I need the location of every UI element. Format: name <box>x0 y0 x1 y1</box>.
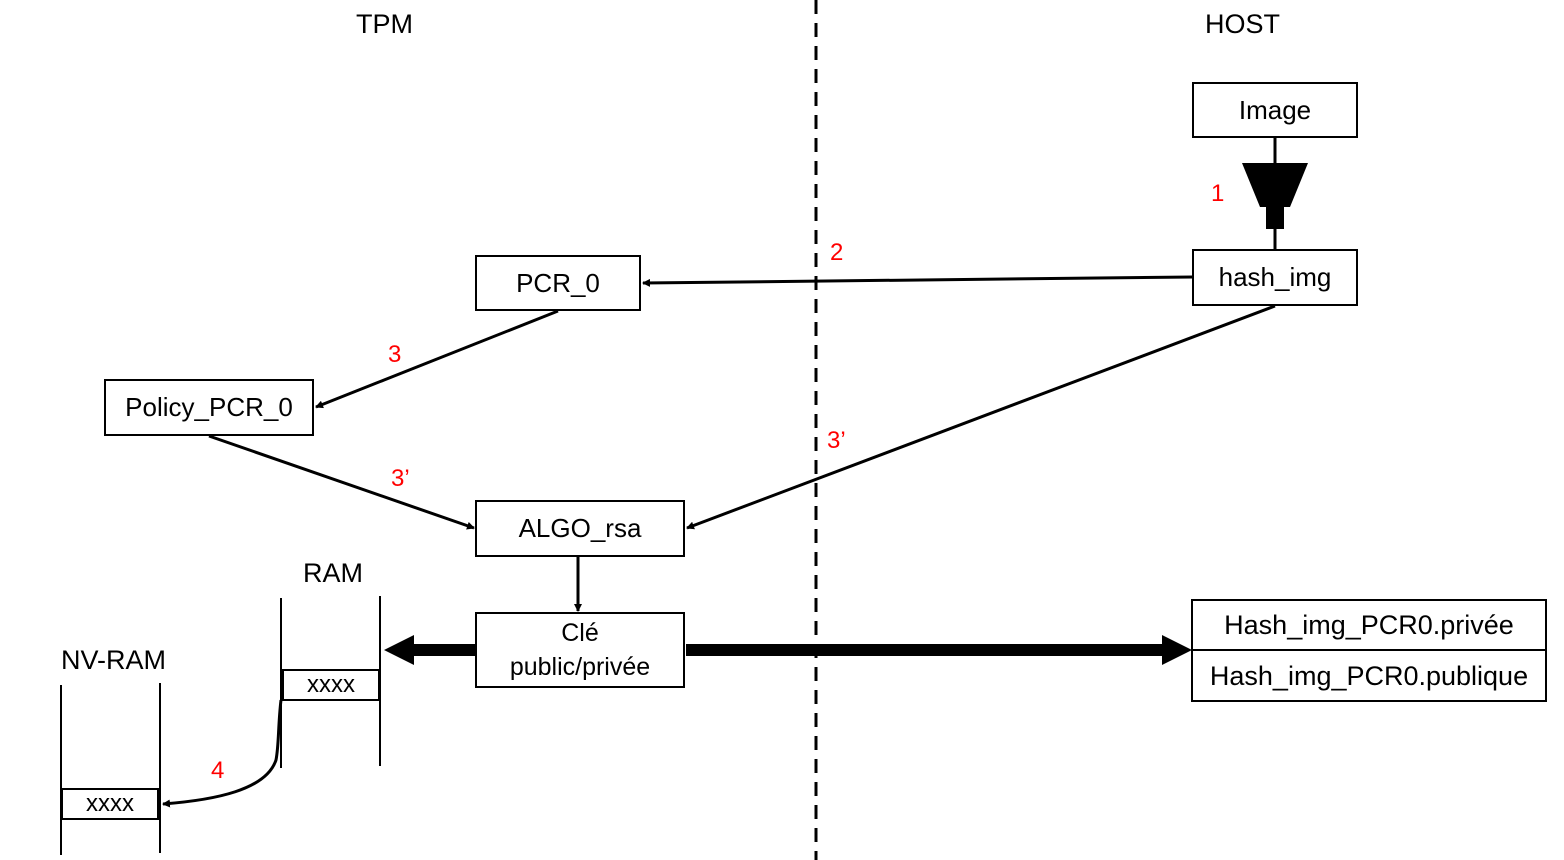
ram-cell: xxxx <box>282 669 380 701</box>
key-pair-line2: public/privée <box>509 653 651 681</box>
hash-img-node: hash_img <box>1192 249 1358 306</box>
ram-label: RAM <box>303 558 363 588</box>
step-4-label: 4 <box>211 757 225 784</box>
key-pair-line1: Clé <box>561 618 599 647</box>
arrow-ram-to-nvram <box>162 699 283 808</box>
arrow-policy-to-algo <box>208 434 475 530</box>
host-zone-label: HOST <box>1205 9 1281 39</box>
arrow-key-to-ram-head <box>384 635 414 665</box>
step-3prime-hash-label: 3’ <box>827 427 846 454</box>
key-pair-node: Clé public/privée <box>475 612 685 688</box>
nvram-label: NV-RAM <box>61 645 167 675</box>
step-3-label: 3 <box>388 341 402 368</box>
step-2-label: 2 <box>830 239 844 266</box>
step-1-label: 1 <box>1211 180 1225 207</box>
step-3prime-policy-label: 3’ <box>391 465 410 492</box>
arrow-key-to-host-head <box>1162 635 1192 665</box>
arrow-hash-to-algo <box>686 304 1276 530</box>
host-private-key: Hash_img_PCR0.privée <box>1193 601 1545 651</box>
policy-pcr0-node: Policy_PCR_0 <box>104 379 314 436</box>
host-public-key: Hash_img_PCR0.publique <box>1209 660 1529 691</box>
pcr0-node: PCR_0 <box>475 255 641 311</box>
tpm-zone-label: TPM <box>356 9 413 39</box>
image-node: Image <box>1192 82 1358 138</box>
hash-function-stem <box>1266 207 1284 229</box>
hash-function-icon <box>1242 163 1308 207</box>
host-key-files: Hash_img_PCR0.privée Hash_img_PCR0.publi… <box>1191 599 1547 702</box>
nvram-cell: xxxx <box>61 788 159 820</box>
arrow-pcr0-to-policy <box>315 309 559 409</box>
algo-rsa-node: ALGO_rsa <box>475 500 685 557</box>
arrow-hash-to-pcr0 <box>642 275 1194 287</box>
